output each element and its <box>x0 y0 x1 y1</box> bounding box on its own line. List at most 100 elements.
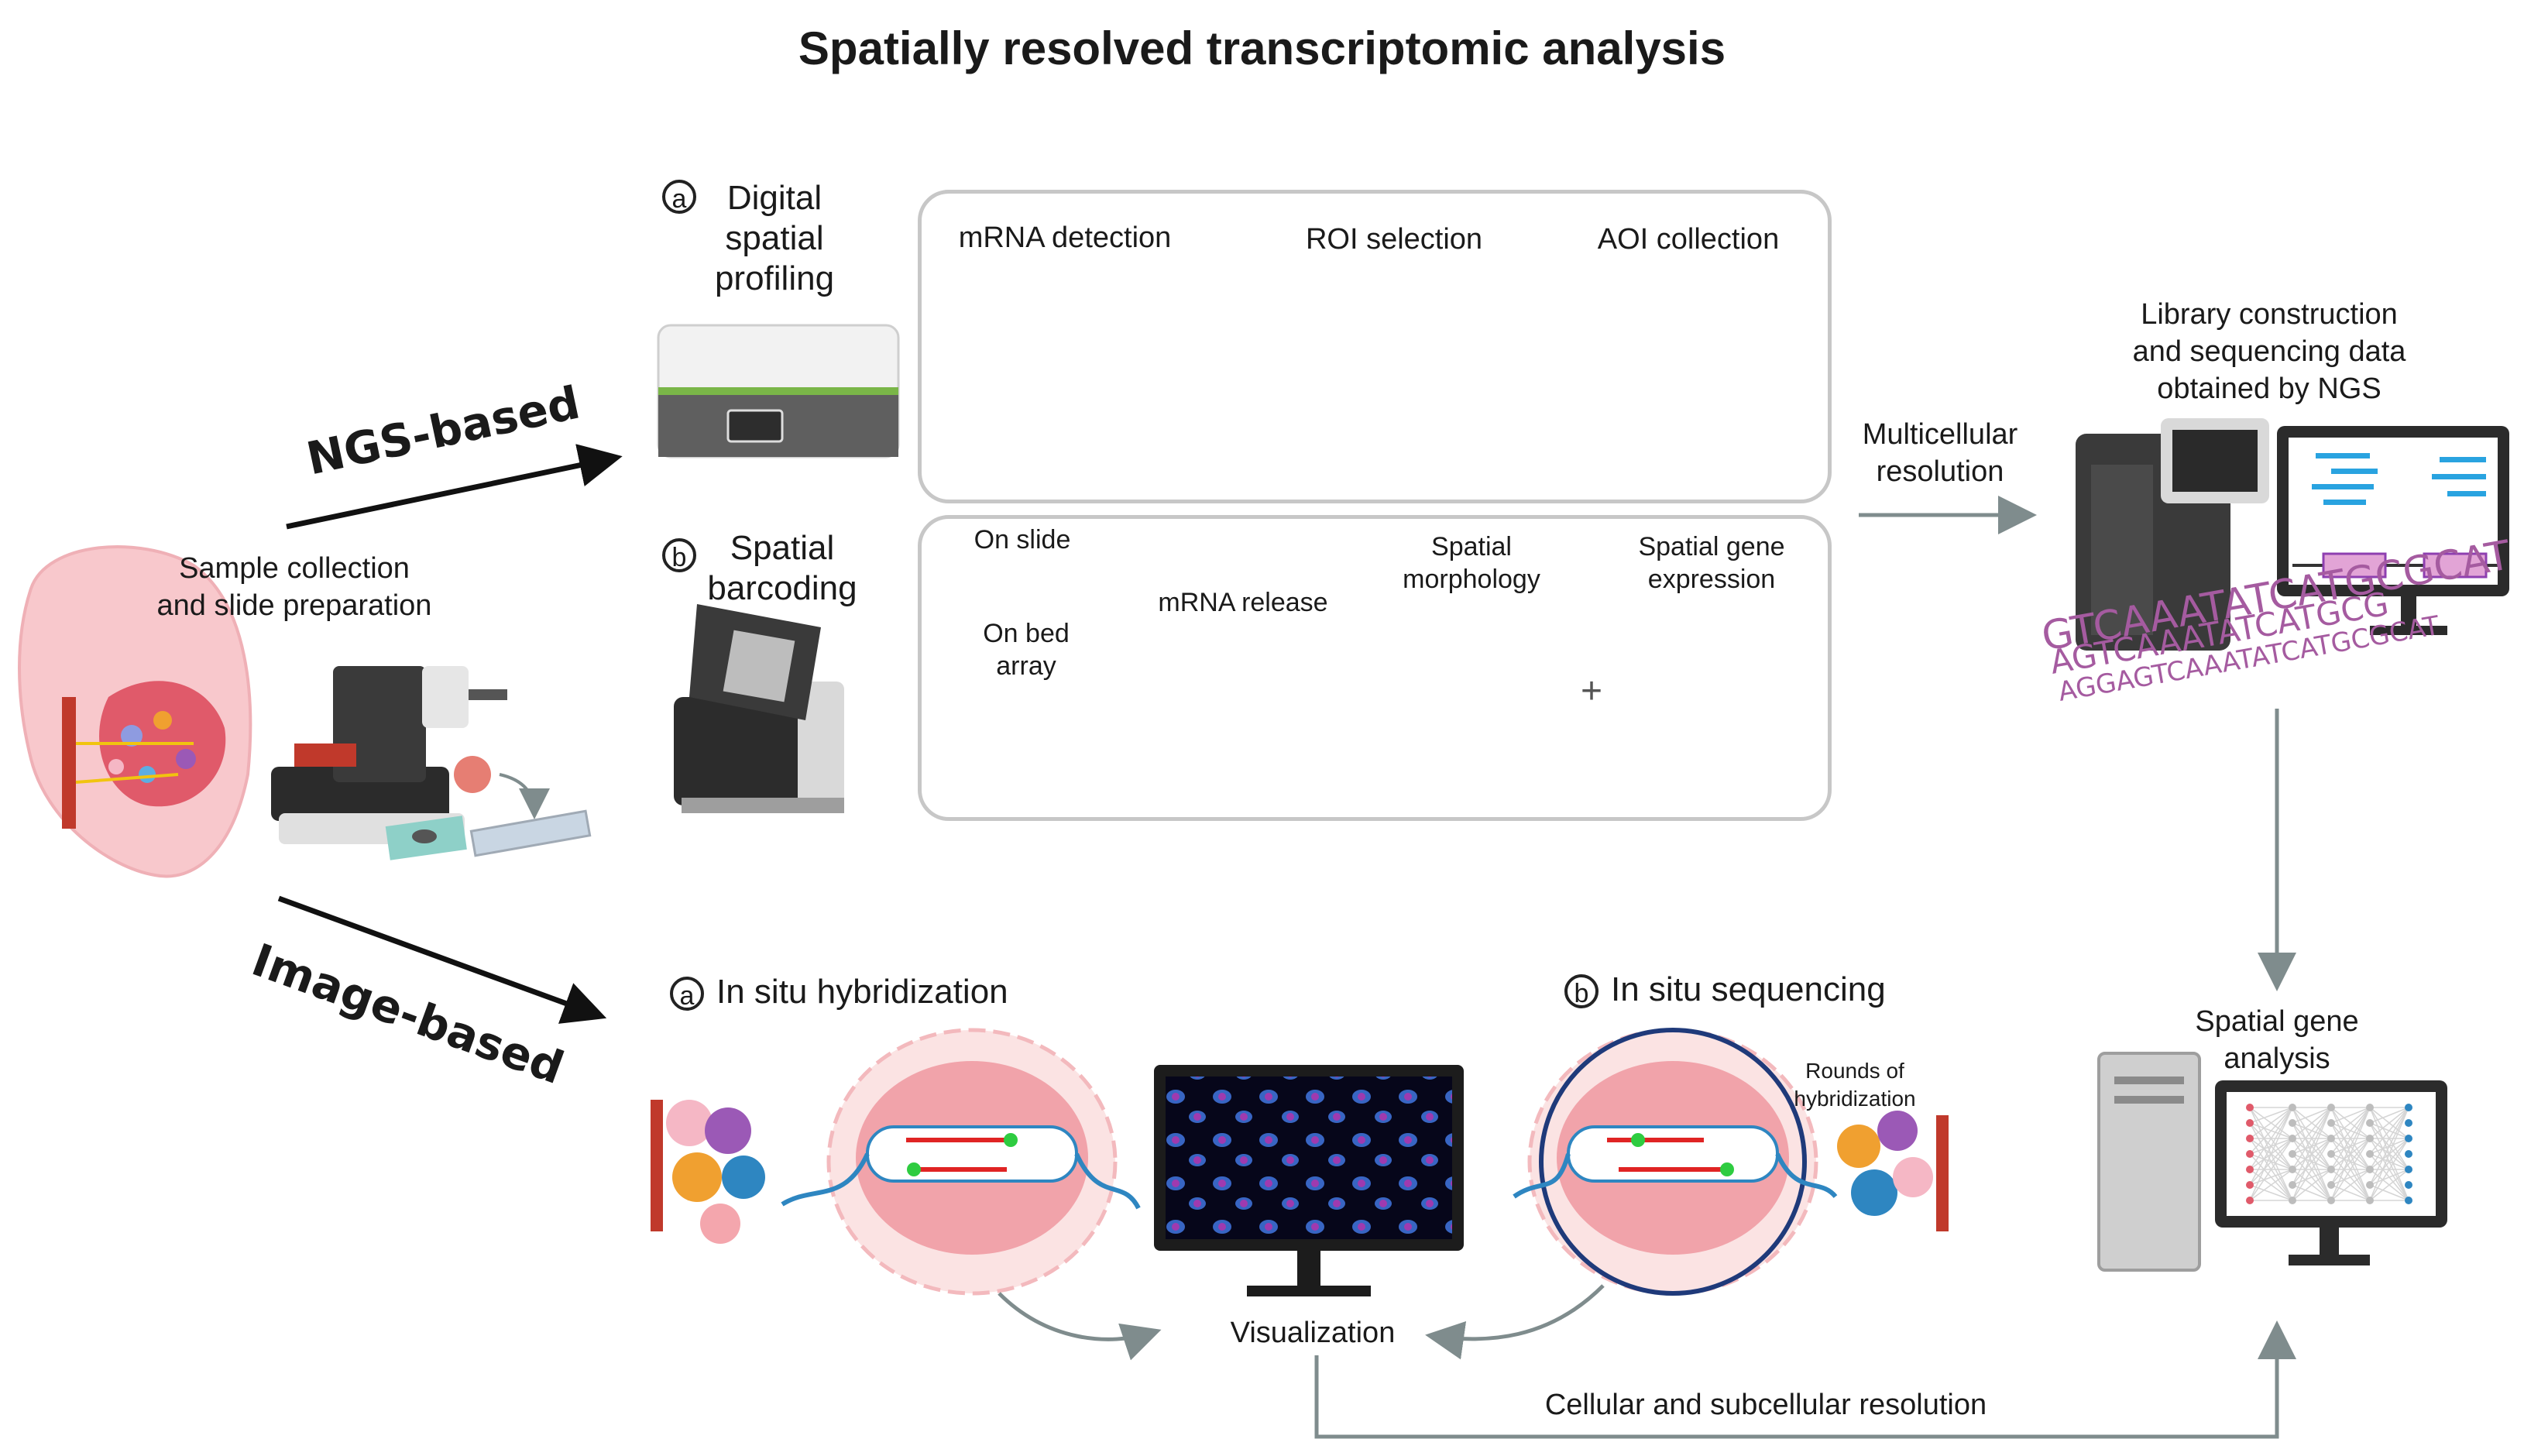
letter-a-ish: a <box>670 977 704 1011</box>
gene-box <box>2423 552 2488 579</box>
network-edge <box>2249 1107 2293 1124</box>
network-edge <box>2292 1169 2332 1201</box>
iss-cell-illustration <box>1527 1028 1818 1296</box>
gene-box <box>2322 552 2387 579</box>
read-bar <box>2440 457 2486 462</box>
ish-title: In situ hybridization <box>716 973 1008 1011</box>
step-mrna-detection: mRNA detection <box>958 221 1172 254</box>
network-node <box>2289 1119 2296 1127</box>
microtome-illustration <box>271 666 592 860</box>
network-edge <box>2330 1107 2371 1186</box>
network-edge <box>2369 1107 2409 1124</box>
probe-letter: A <box>1122 293 1132 308</box>
library-construction-label: Library construction and sequencing data… <box>2132 298 2406 405</box>
network-node <box>2246 1197 2254 1204</box>
letter-b-iss: b <box>1564 974 1599 1009</box>
network-edge <box>2249 1107 2293 1186</box>
network-edge <box>2249 1107 2293 1170</box>
letter-b-badge-sb: b <box>662 538 709 585</box>
network-edge <box>2292 1107 2332 1186</box>
rounds-of-hybridization-label: Rounds of hybridization <box>1794 1059 1916 1111</box>
network-edge <box>2369 1138 2409 1201</box>
network-node <box>2405 1181 2412 1189</box>
network-edge <box>2249 1169 2293 1186</box>
network-node <box>2366 1181 2374 1189</box>
network-node <box>2366 1119 2374 1127</box>
network-edge <box>2292 1107 2332 1170</box>
network-edge <box>2369 1107 2409 1170</box>
step-aoi-collection: AOI collection <box>1597 223 1780 256</box>
network-edge <box>2330 1169 2371 1201</box>
lung-tissue-illustration <box>18 545 252 878</box>
network-edge <box>2330 1107 2371 1139</box>
ish-cell-illustration <box>826 1028 1118 1296</box>
network-node <box>2327 1197 2335 1204</box>
dsp-panel <box>918 190 1832 503</box>
network-node <box>2289 1135 2296 1142</box>
sb-panel <box>918 515 1832 821</box>
letter-a-badge-dsp: a <box>662 180 709 226</box>
network-edge <box>2292 1169 2332 1186</box>
read-bar <box>2447 491 2486 496</box>
network-node <box>2405 1119 2412 1127</box>
probe-letter: T <box>1059 325 1068 341</box>
cellular-resolution-connector <box>1314 1320 2296 1439</box>
visualization-monitor <box>1154 1065 1464 1296</box>
network-node <box>2246 1166 2254 1173</box>
probe-letters: A G T T C G A T <box>991 290 1146 352</box>
network-edge <box>2330 1107 2371 1170</box>
network-node <box>2366 1197 2374 1204</box>
network-edge <box>2249 1184 2293 1201</box>
network-node <box>2405 1150 2412 1158</box>
sequencing-reads-bars <box>2292 453 2498 579</box>
figure-title: Spatially resolved transcriptomic analys… <box>798 22 1726 74</box>
network-edge <box>2330 1169 2371 1186</box>
mrna-release-label: mRNA release <box>1158 588 1328 617</box>
read-bar <box>2316 453 2370 458</box>
dsp-instrument-illustration <box>657 324 900 458</box>
network-edge <box>2249 1107 2293 1201</box>
visualization-label: Visualization <box>1230 1317 1396 1349</box>
network-node <box>2327 1181 2335 1189</box>
network-edge <box>2330 1138 2371 1201</box>
network-edge <box>2330 1107 2371 1201</box>
network-edge <box>2292 1138 2332 1186</box>
read-bar <box>2432 474 2486 479</box>
network-node <box>2327 1166 2335 1173</box>
ngs-arrow <box>286 444 623 530</box>
network-edge <box>2369 1107 2409 1201</box>
network-edge <box>2249 1138 2293 1186</box>
probe-letter: C <box>1070 308 1080 324</box>
network-edge <box>2249 1107 2293 1155</box>
network-edge <box>2292 1107 2332 1124</box>
probe-letter: T <box>1112 302 1121 318</box>
dsp-title: Digital spatial profiling <box>714 179 835 297</box>
multicellular-resolution-label: Multicellular resolution <box>1862 418 2018 488</box>
ish-heading: a In situ hybridization <box>670 972 1150 1012</box>
read-bar <box>2331 469 2378 474</box>
network-edge <box>2292 1107 2332 1139</box>
network-node <box>2289 1197 2296 1204</box>
probe-letter: G <box>1102 293 1114 308</box>
image-arrow <box>277 895 607 1024</box>
network-edge <box>2330 1138 2371 1186</box>
network-node <box>2246 1181 2254 1189</box>
network-edge <box>2249 1138 2293 1201</box>
network-node <box>2327 1150 2335 1158</box>
on-bed-array-label: On bed array <box>983 619 1070 681</box>
network-node <box>2405 1197 2412 1204</box>
network-node <box>2366 1150 2374 1158</box>
network-edge <box>2330 1184 2371 1201</box>
network-node <box>2289 1104 2296 1111</box>
iss-tissue-illustration <box>1837 1111 1949 1231</box>
network-edge <box>2369 1107 2409 1186</box>
probe-letter: T <box>1079 325 1087 341</box>
network-edge <box>2369 1169 2409 1201</box>
network-node <box>2366 1166 2374 1173</box>
network-node <box>2289 1181 2296 1189</box>
network-node <box>2246 1135 2254 1142</box>
network-edge <box>2292 1138 2332 1201</box>
network-edge <box>2369 1107 2409 1139</box>
barcoding-instrument-illustration <box>674 604 844 813</box>
